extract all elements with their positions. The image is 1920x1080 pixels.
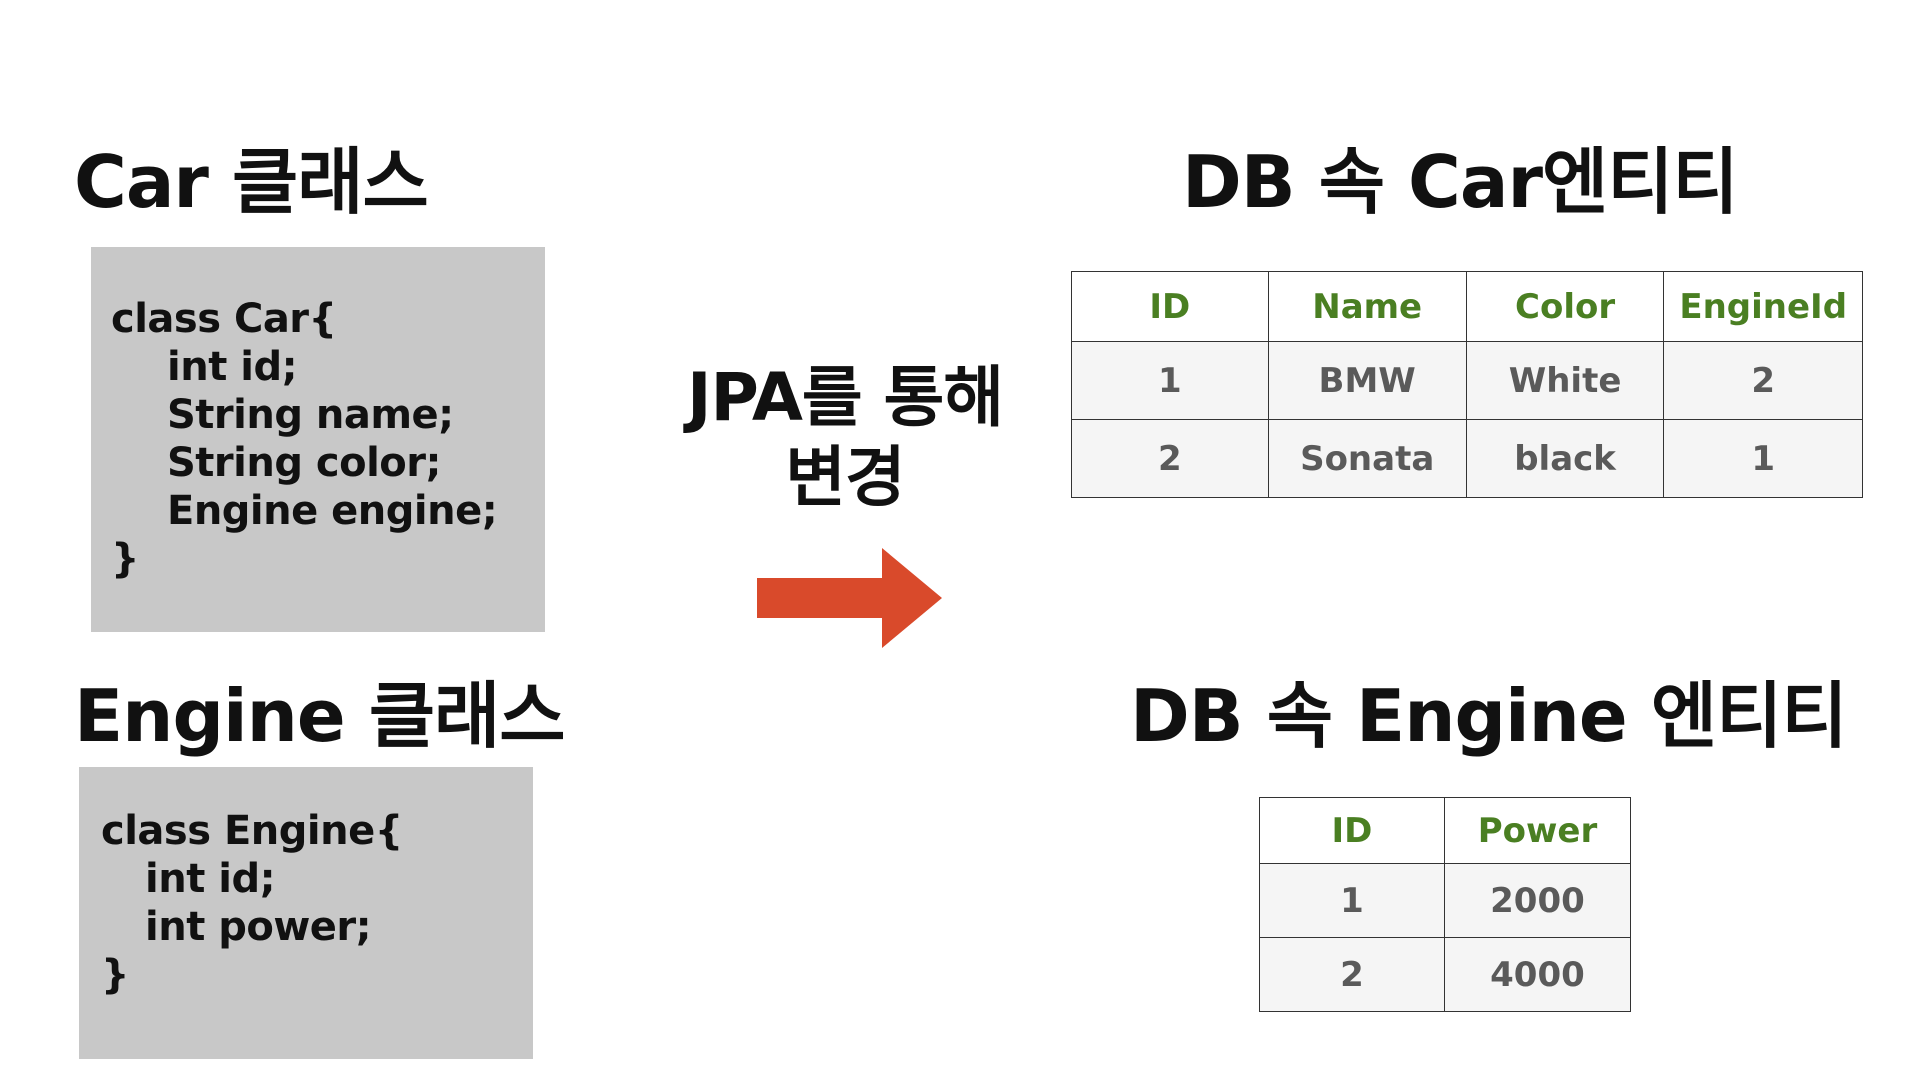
arrow-shape [757, 548, 942, 648]
car-entity-table: ID Name Color EngineId 1 BMW White 2 2 S… [1071, 271, 1863, 498]
code-line: String name; [167, 392, 454, 438]
table-header-row: ID Name Color EngineId [1071, 271, 1863, 342]
table-row: 1 2000 [1259, 863, 1632, 938]
column-header: ID [1259, 797, 1445, 864]
table-header-row: ID Power [1259, 797, 1632, 864]
code-line: Engine engine; [167, 488, 498, 534]
engine-class-code-box: class Engine{ int id; int power; } [79, 767, 533, 1059]
code-line: class Car{ [111, 296, 337, 342]
table-cell: Sonata [1267, 419, 1467, 498]
code-line: } [101, 952, 129, 998]
code-line: int id; [145, 856, 276, 902]
table-cell: BMW [1267, 341, 1467, 420]
table-cell: 2 [1663, 341, 1863, 420]
jpa-label-line1: JPA를 통해 [686, 359, 1004, 436]
column-header: Name [1267, 271, 1467, 342]
table-cell: 1 [1071, 341, 1269, 420]
table-cell: 1 [1259, 863, 1445, 938]
code-line: class Engine{ [101, 808, 403, 854]
code-line: String color; [167, 440, 442, 486]
engine-entity-title: DB 속 Engine 엔티티 [1130, 674, 1848, 758]
code-line: int power; [145, 904, 372, 950]
table-row: 2 Sonata black 1 [1071, 419, 1863, 498]
column-header: EngineId [1663, 271, 1863, 342]
car-class-code-box: class Car{ int id; String name; String c… [91, 247, 545, 632]
table-cell: 2000 [1443, 863, 1632, 938]
jpa-conversion-label: JPA를 통해 변경 [660, 358, 1030, 518]
table-cell: black [1465, 419, 1665, 498]
table-cell: 2 [1071, 419, 1269, 498]
column-header: Power [1443, 797, 1632, 864]
column-header: Color [1465, 271, 1665, 342]
code-line: } [111, 536, 139, 582]
right-arrow-icon [757, 548, 942, 648]
engine-entity-table: ID Power 1 2000 2 4000 [1259, 797, 1632, 1012]
column-header: ID [1071, 271, 1269, 342]
table-row: 2 4000 [1259, 937, 1632, 1012]
car-entity-title: DB 속 Car엔티티 [1182, 140, 1739, 224]
code-line: int id; [167, 344, 298, 390]
car-class-title: Car 클래스 [74, 140, 429, 224]
table-cell: 2 [1259, 937, 1445, 1012]
table-cell: White [1465, 341, 1665, 420]
table-cell: 4000 [1443, 937, 1632, 1012]
engine-class-title: Engine 클래스 [74, 674, 566, 758]
table-cell: 1 [1663, 419, 1863, 498]
table-row: 1 BMW White 2 [1071, 341, 1863, 420]
jpa-label-line2: 변경 [785, 439, 905, 516]
